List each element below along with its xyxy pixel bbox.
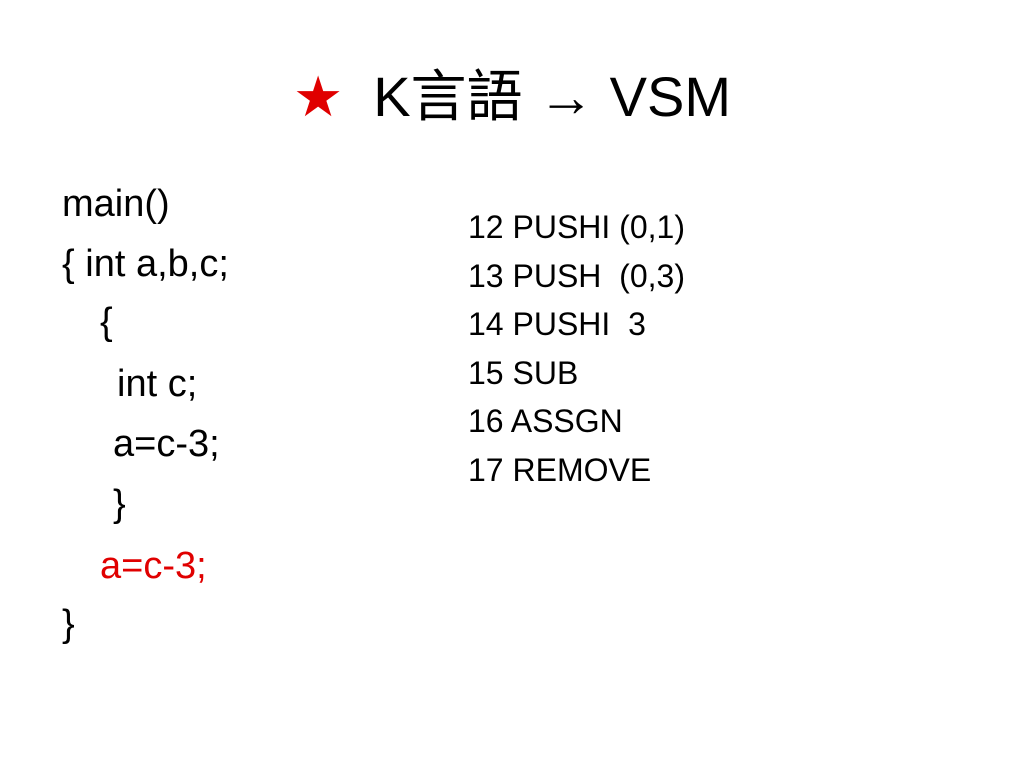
vsm-line-5: 16 ASSGN [468,403,623,439]
star-icon: ★ [292,65,344,128]
source-line-2: { int a,b,c; [62,243,229,285]
slide-title-text: K言語 → VSM [373,65,732,128]
vsm-line-4: 15 SUB [468,354,579,391]
source-line-1: main() [62,183,170,225]
vsm-line-6: 17 REMOVE [468,451,652,488]
source-line-6: } [113,483,126,525]
source-line-3: { [100,301,113,343]
source-line-5: a=c-3; [113,423,220,465]
vsm-line-1: 12 PUSHI (0,1) [468,209,685,245]
source-line-4: int c; [117,363,198,405]
source-line-8: } [62,603,75,645]
vsm-code-list: 12 PUSHI (0,1) 13 PUSH (0,3) 14 PUSHI 3 … [468,203,685,494]
slide-title: ★ K言語 → VSM [0,62,1024,132]
vsm-line-3: 14 PUSHI 3 [468,306,646,342]
source-line-7-highlighted: a=c-3; [100,545,207,587]
vsm-line-2: 13 PUSH (0,3) [468,257,685,294]
